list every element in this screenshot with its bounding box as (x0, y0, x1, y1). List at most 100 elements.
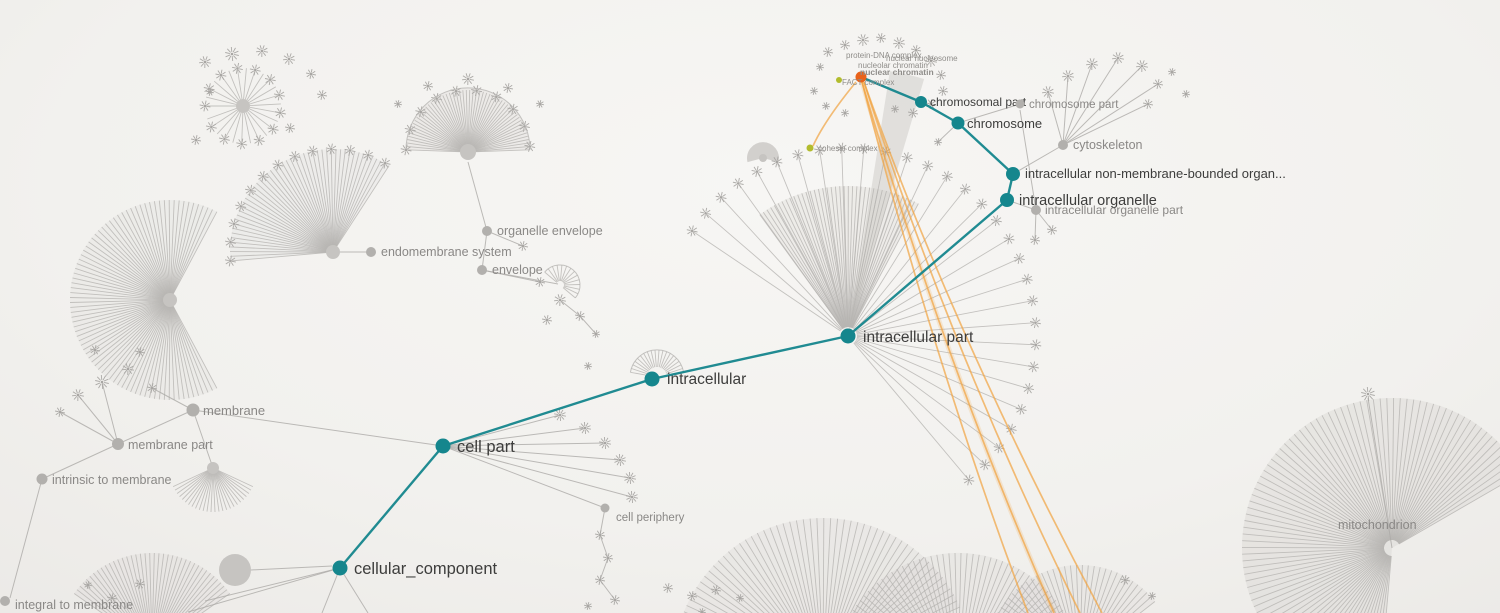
leaf-starburst (979, 459, 991, 471)
highlight-path-edge (920, 100, 959, 125)
highlight-path-edge (957, 122, 1014, 175)
term-node-integral-to-membrane[interactable] (0, 596, 10, 606)
term-label-mitochondrion[interactable]: mitochondrion (1338, 518, 1417, 532)
term-node-organelle-envelope[interactable] (482, 226, 492, 236)
term-label-cytoskeleton[interactable]: cytoskeleton (1073, 138, 1143, 152)
small-term-label[interactable]: FACT complex (842, 78, 894, 87)
leaf-starburst (1013, 253, 1025, 264)
term-node-intracellular[interactable] (644, 371, 660, 387)
small-term-label[interactable]: nuclear chromatin (860, 67, 934, 77)
term-label-intracellular[interactable]: intracellular (667, 371, 746, 388)
leaf-starburst (816, 63, 824, 71)
leaf-starburst (450, 85, 462, 97)
term-label-organelle-envelope[interactable]: organelle envelope (497, 224, 603, 238)
leaf-starburst (822, 102, 830, 110)
small-term-label[interactable]: nucleolar chromatin (858, 61, 928, 70)
term-label-intrinsic-to-membrane[interactable]: intrinsic to membrane (52, 473, 172, 487)
fan-clusters (69, 62, 1500, 613)
leaf-starburst (976, 198, 988, 210)
leaf-starburst (253, 134, 265, 146)
term-node-cell-part[interactable] (435, 438, 451, 454)
term-label-intracellular-part[interactable]: intracellular part (863, 329, 974, 346)
leaf-starburst (1047, 225, 1057, 235)
small-term-label[interactable]: cohesin complex (818, 144, 878, 153)
leaf-starburst (317, 90, 327, 100)
term-node-chromosome[interactable] (951, 116, 965, 130)
leaf-starburst (72, 389, 84, 402)
term-label-cellular-component[interactable]: cellular_component (354, 560, 498, 578)
term-node-chromosome-part[interactable] (1015, 99, 1025, 109)
small-term-label[interactable]: protein-DNA complex (846, 51, 922, 60)
term-node-intrinsic-to-membrane[interactable] (36, 473, 48, 485)
term-node-chromosomal-part[interactable] (915, 96, 927, 108)
term-label-cell-part[interactable]: cell part (457, 438, 515, 456)
leaf-starburst (901, 152, 913, 163)
highlight-path-edge (442, 377, 653, 448)
leaf-starburst (228, 218, 240, 230)
leaf-starburst (415, 106, 427, 118)
term-node-envelope[interactable] (477, 265, 487, 275)
term-label-chromosome[interactable]: chromosome (967, 116, 1042, 131)
matched-term-node[interactable] (806, 144, 814, 152)
leaf-starburst (122, 363, 134, 376)
term-node-membrane[interactable] (186, 403, 200, 417)
leaf-starburst (84, 581, 92, 589)
leaf-starburst (841, 109, 849, 117)
term-label-intracellular-non-membrane-bounded-organelle[interactable]: intracellular non-membrane-bounded organ… (1025, 166, 1286, 181)
leaf-starburst (107, 593, 117, 603)
term-label-intracellular-organelle[interactable]: intracellular organelle (1019, 193, 1157, 209)
leaf-starburst (199, 100, 211, 112)
term-node-intracellular-part[interactable] (840, 328, 856, 344)
leaf-starburst (394, 100, 402, 108)
small-term-label[interactable]: nuclear nucleosome (886, 54, 958, 63)
leaf-starburst (1168, 68, 1176, 76)
term-label-membrane-part[interactable]: membrane part (128, 438, 213, 452)
term-node-intracellular-organelle-part[interactable] (1031, 205, 1041, 215)
leaf-starburst (1003, 233, 1015, 245)
term-label-integral-to-membrane[interactable]: integral to membrane (15, 598, 133, 612)
term-nodes[interactable]: cellular_component cell part intracellular… (0, 71, 1417, 613)
term-node-cellular-component[interactable] (332, 560, 348, 576)
term-label-envelope[interactable]: envelope (492, 263, 543, 277)
leaf-starburst (711, 585, 721, 595)
leaf-starburst (934, 138, 942, 146)
leaf-starburst (462, 73, 474, 86)
leaf-starburst (592, 330, 600, 338)
term-label-cell-periphery[interactable]: cell periphery (616, 512, 685, 524)
term-label-chromosome-part[interactable]: chromosome part (1029, 99, 1119, 111)
leaf-starburst (595, 530, 605, 540)
matched-term-node[interactable] (836, 77, 842, 83)
term-node-intracellular-non-membrane-bounded-organelle[interactable] (1006, 167, 1020, 181)
cluster-hub-disks (163, 99, 767, 586)
leaf-starburst (736, 594, 744, 602)
leaf-starburst (584, 362, 592, 370)
term-label-endomembrane-system[interactable]: endomembrane system (381, 245, 512, 259)
leaf-starburst (235, 200, 247, 212)
term-node-cell-periphery[interactable] (600, 503, 610, 513)
leaf-starburst (1028, 361, 1039, 373)
leaf-starburst (922, 160, 934, 172)
leaf-starburst (362, 149, 374, 161)
leaf-starburst (610, 595, 620, 605)
query-term-node[interactable] (855, 71, 867, 83)
leaf-starburst (1030, 339, 1042, 351)
term-label-membrane[interactable]: membrane (203, 403, 265, 418)
orange-link-curve (812, 81, 857, 147)
leaf-starburst (614, 453, 626, 467)
term-node-intracellular-organelle[interactable] (1000, 193, 1014, 207)
leaf-starburst (147, 383, 157, 393)
leaf-starburst (1361, 386, 1375, 402)
highlight-path-edge (847, 199, 1008, 337)
term-node-cytoskeleton[interactable] (1058, 140, 1068, 150)
term-label-intracellular-organelle-part[interactable]: intracellular organelle part (1045, 203, 1184, 217)
leaf-starburst (857, 34, 869, 47)
term-label-chromosomal-part[interactable]: chromosomal part (930, 95, 1027, 109)
leaf-starburst (55, 407, 65, 417)
term-node-membrane-part[interactable] (112, 438, 124, 450)
term-node-endomembrane-system[interactable] (366, 247, 376, 257)
leaf-starburst (273, 89, 285, 101)
leaf-starburst (891, 105, 899, 113)
